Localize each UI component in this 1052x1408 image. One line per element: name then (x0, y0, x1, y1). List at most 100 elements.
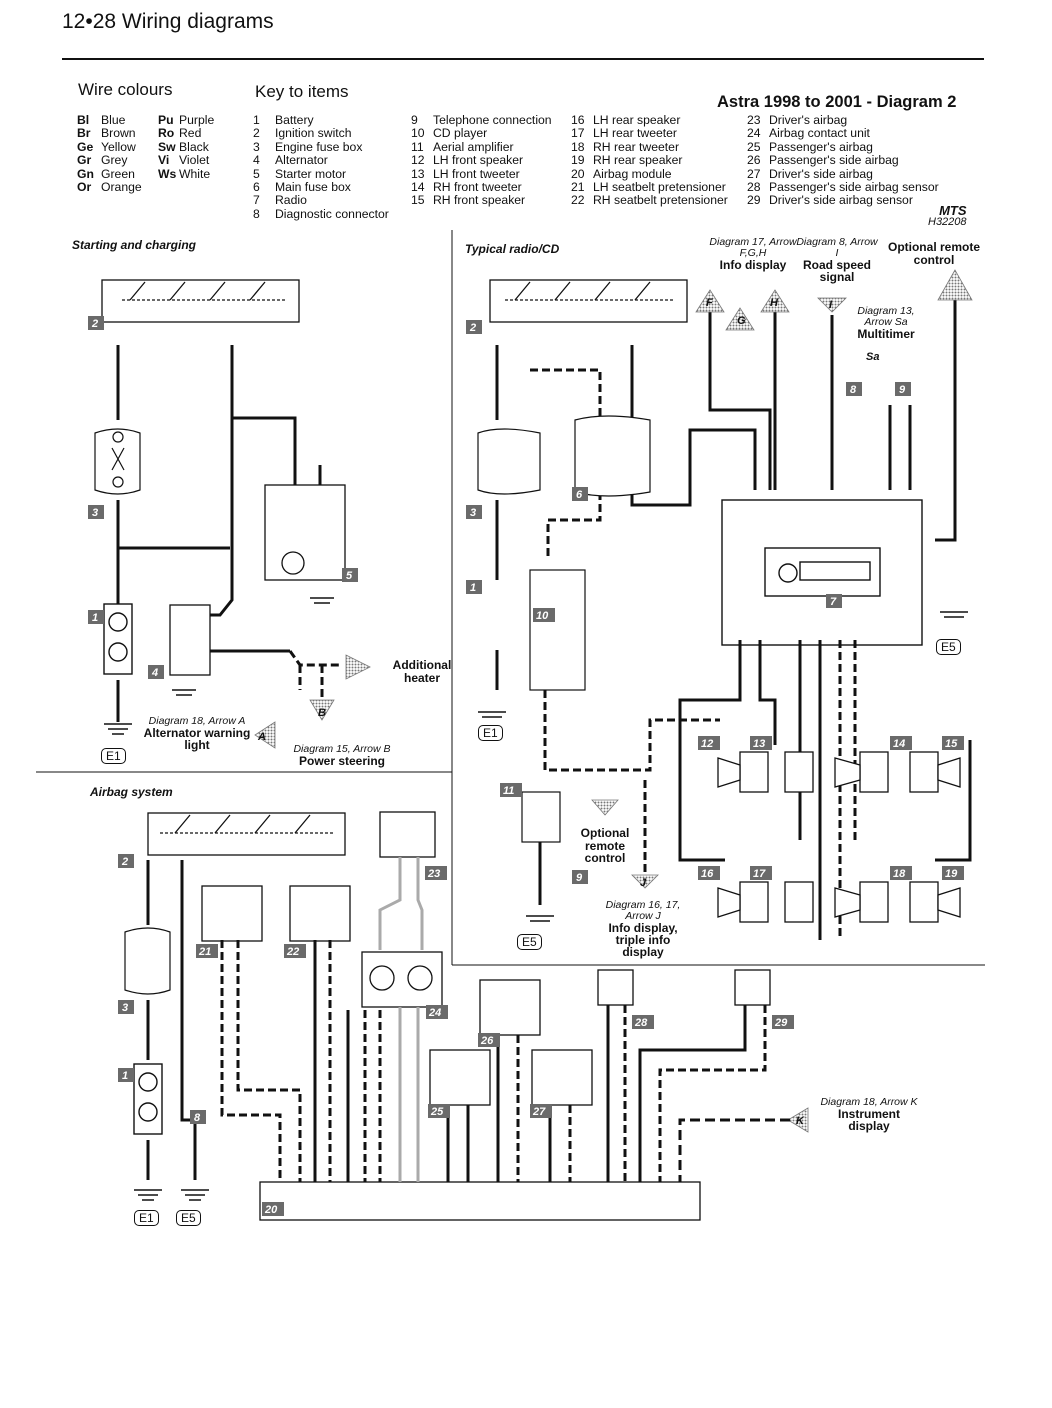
fuse-f1-b (124, 927, 171, 995)
key-item-label: Ignition switch (275, 126, 352, 141)
key-item: 27 Driver's side airbag (747, 166, 939, 181)
key-item-number: 14 (411, 180, 425, 195)
radio-wiring (495, 300, 972, 940)
svg-text:8: 8 (194, 1112, 201, 1124)
header-rule (62, 58, 984, 60)
key-item-label: Telephone connection (433, 113, 552, 127)
svg-text:13: 13 (753, 738, 765, 750)
item-badges: 2 3 1 4 5 2 3 1 6 10 11 9 7 8 9 12 13 14… (88, 316, 964, 1216)
key-item: 20 Airbag module (571, 166, 728, 181)
ground-e1-a: E1 (101, 748, 126, 764)
key-item-label: Starter motor (275, 166, 347, 181)
svg-text:2: 2 (469, 322, 476, 334)
key-item-label: Main fuse box (275, 180, 351, 195)
svg-text:20: 20 (264, 1204, 278, 1216)
key-item-number: 7 (253, 193, 260, 208)
key-item-label: Driver's side airbag (769, 166, 873, 181)
mts-logo-text: MTS (939, 203, 967, 218)
wire-colour-code: Ge (77, 139, 94, 154)
svg-text:8: 8 (850, 384, 857, 396)
section-airbag: Airbag system (90, 785, 173, 799)
note-remote-control-2: Optional remote control (580, 826, 630, 865)
key-item-number: 10 (411, 126, 425, 141)
note-triple-ref: Diagram 16, 17, Arrow J (605, 899, 681, 922)
key-item-label: Airbag contact unit (769, 126, 870, 141)
key-item-number: 9 (411, 113, 418, 127)
wire-colour-name: White (179, 166, 211, 181)
svg-text:J: J (640, 877, 647, 889)
svg-text:28: 28 (634, 1017, 648, 1029)
svg-text:G: G (737, 315, 746, 327)
note-alternator-ref: Diagram 18, Arrow A (148, 715, 246, 727)
ground-symbols-1 (104, 597, 334, 735)
wire-colour-code: Ws (158, 166, 177, 181)
fuse-block-f1-f3 (477, 428, 541, 495)
wire-colour-code: Vi (158, 153, 170, 168)
key-item-number: 24 (747, 126, 761, 141)
ignition-switch-3 (147, 812, 346, 856)
key-item-label: Radio (275, 193, 307, 208)
key-item-label: RH rear speaker (593, 153, 683, 168)
section-radio: Typical radio/CD (465, 242, 560, 256)
svg-text:23: 23 (427, 868, 440, 880)
key-item-number: 3 (253, 139, 260, 154)
key-item-number: 25 (747, 139, 761, 154)
wire-colour-code: Br (77, 126, 91, 141)
wire-colour-name: Yellow (101, 139, 136, 154)
wire-colour-name: Orange (101, 180, 142, 195)
key-item-number: 22 (571, 193, 585, 208)
svg-text:K: K (796, 1115, 805, 1127)
note-ps-ref: Diagram 15, Arrow B (293, 743, 391, 755)
note-power-steering: Diagram 15, Arrow B Power steering (282, 743, 402, 768)
key-item-label: Diagnostic connector (275, 206, 389, 221)
page-title: 12•28 Wiring diagrams (62, 10, 274, 33)
note-speed-ref: Diagram 8, Arrow I (796, 236, 878, 259)
svg-text:9: 9 (899, 384, 906, 396)
svg-text:19: 19 (945, 868, 958, 880)
wire-colour-name: Violet (179, 153, 210, 168)
note-instrument: Diagram 18, Arrow K Instrument display (818, 1097, 920, 1133)
note-heater: Additional heater (392, 658, 452, 685)
svg-text:27: 27 (532, 1106, 546, 1118)
wire-colour-name: Purple (179, 113, 215, 127)
svg-text:3: 3 (92, 507, 98, 519)
halftone-arrows (254, 269, 973, 1133)
wire-colour-name: Blue (101, 113, 126, 127)
note-info-label: Info display (719, 258, 787, 272)
note-alternator-label: Alternator warning light (143, 726, 251, 752)
key-item-label: Airbag module (593, 166, 672, 181)
key-item-number: 26 (747, 153, 761, 168)
diagram-title: Astra 1998 to 2001 - Diagram 2 (717, 93, 957, 111)
svg-text:9: 9 (576, 872, 583, 884)
svg-text:26: 26 (480, 1035, 494, 1047)
note-multi-ref: Diagram 13, Arrow Sa (857, 305, 915, 328)
key-item-label: Passenger's side airbag sensor (769, 180, 939, 195)
svg-text:B: B (318, 707, 326, 719)
aerial-amp-11 (521, 791, 561, 843)
wire-colour-code: Gr (77, 153, 92, 168)
battery-1 (103, 603, 133, 675)
note-speed-label: Road speed signal (802, 258, 871, 284)
svg-text:29: 29 (774, 1017, 788, 1029)
key-item-label: Battery (275, 113, 314, 127)
key-item-number: 27 (747, 166, 761, 181)
key-item-number: 20 (571, 166, 585, 181)
svg-text:11: 11 (503, 785, 514, 797)
key-item-number: 15 (411, 193, 425, 208)
key-item-number: 18 (571, 139, 585, 154)
